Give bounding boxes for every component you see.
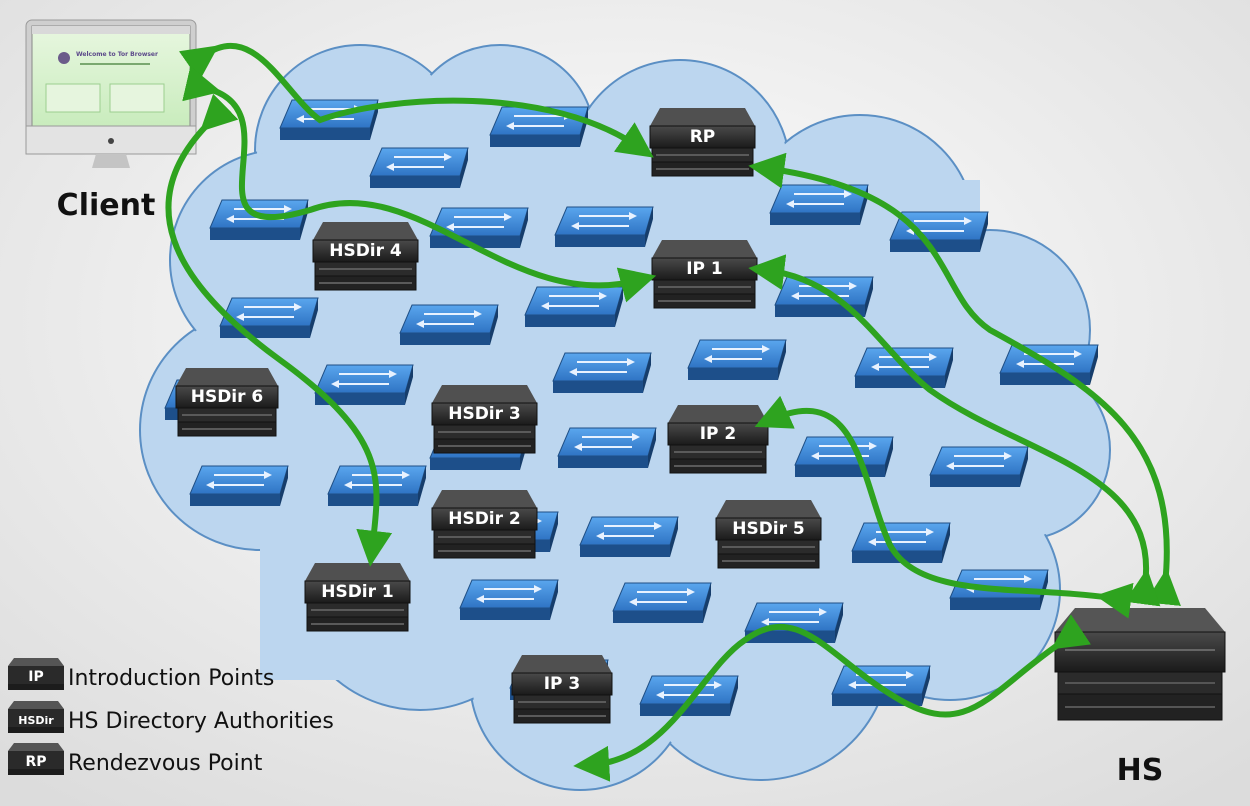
server-hsdir4: HSDir 4 [312, 222, 419, 291]
legend-badge: HSDir [18, 714, 54, 727]
connection-arrows [165, 43, 1181, 782]
network-switch-icon [524, 286, 624, 327]
server-label-hsdir5: HSDir 5 [732, 519, 805, 539]
legend-badge: RP [25, 754, 46, 770]
arrow-hs-ip3 [573, 614, 1091, 782]
server-label-hsdir2: HSDir 2 [448, 509, 521, 529]
hidden-service-server [1054, 608, 1226, 721]
server-label-ip3: IP 3 [544, 674, 581, 694]
arrow-client-hsdir1 [165, 93, 393, 567]
server-ip3: IP 3 [511, 655, 613, 724]
server-rp: RP [649, 108, 756, 177]
server-label-ip1: IP 1 [686, 259, 723, 279]
server-hsdir5: HSDir 5 [715, 500, 822, 569]
network-switch-icon [929, 446, 1029, 487]
server-ip2: IP 2 [667, 405, 769, 474]
server-label-hsdir4: HSDir 4 [329, 241, 402, 261]
server-ip1: IP 1 [651, 240, 758, 309]
client-screen-heading: Welcome to Tor Browser [76, 51, 158, 58]
arrow-hs-ip2 [754, 395, 1134, 619]
network-switch-icon [429, 207, 529, 248]
server-label-hsdir1: HSDir 1 [321, 582, 394, 602]
server-label-rp: RP [690, 127, 716, 147]
network-switch-icon [774, 276, 874, 317]
network-switch-icon [744, 602, 844, 643]
network-switch-icon [612, 582, 712, 623]
network-switch-icon [189, 465, 289, 506]
server-label-hsdir6: HSDir 6 [191, 387, 264, 407]
network-switch-icon [794, 436, 894, 477]
network-switch-icon [369, 147, 469, 188]
network-switch-icon [489, 106, 589, 147]
legend-item: IP Introduction Points [8, 658, 274, 691]
network-switch-icon [639, 675, 739, 716]
network-switch-icon [557, 427, 657, 468]
network-switch-icon [399, 304, 499, 345]
server-hsdir3: HSDir 3 [431, 385, 538, 454]
client-label: Client [57, 188, 156, 223]
legend-badge: IP [28, 669, 43, 685]
network-switch-icon [687, 339, 787, 380]
client-computer-icon: Welcome to Tor Browser [25, 19, 197, 168]
server-hsdir2: HSDir 2 [431, 490, 538, 559]
network-switch-icon [579, 516, 679, 557]
legend-item: RP Rendezvous Point [8, 743, 263, 776]
legend-text: Introduction Points [68, 666, 274, 691]
network-switch-icon [554, 206, 654, 247]
server-label-ip2: IP 2 [700, 424, 737, 444]
legend-text: HS Directory Authorities [68, 709, 334, 734]
network-switch-icon [459, 579, 559, 620]
server-hsdir6: HSDir 6 [175, 368, 279, 437]
network-switch-icon [209, 199, 309, 240]
network-switch-icon [219, 297, 319, 338]
legend-item: HSDir HS Directory Authorities [8, 701, 334, 734]
server-hsdir1: HSDir 1 [304, 563, 411, 632]
hs-label: HS [1117, 753, 1164, 788]
network-switch-icon [552, 352, 652, 393]
server-label-hsdir3: HSDir 3 [448, 404, 521, 424]
legend-text: Rendezvous Point [68, 751, 263, 776]
